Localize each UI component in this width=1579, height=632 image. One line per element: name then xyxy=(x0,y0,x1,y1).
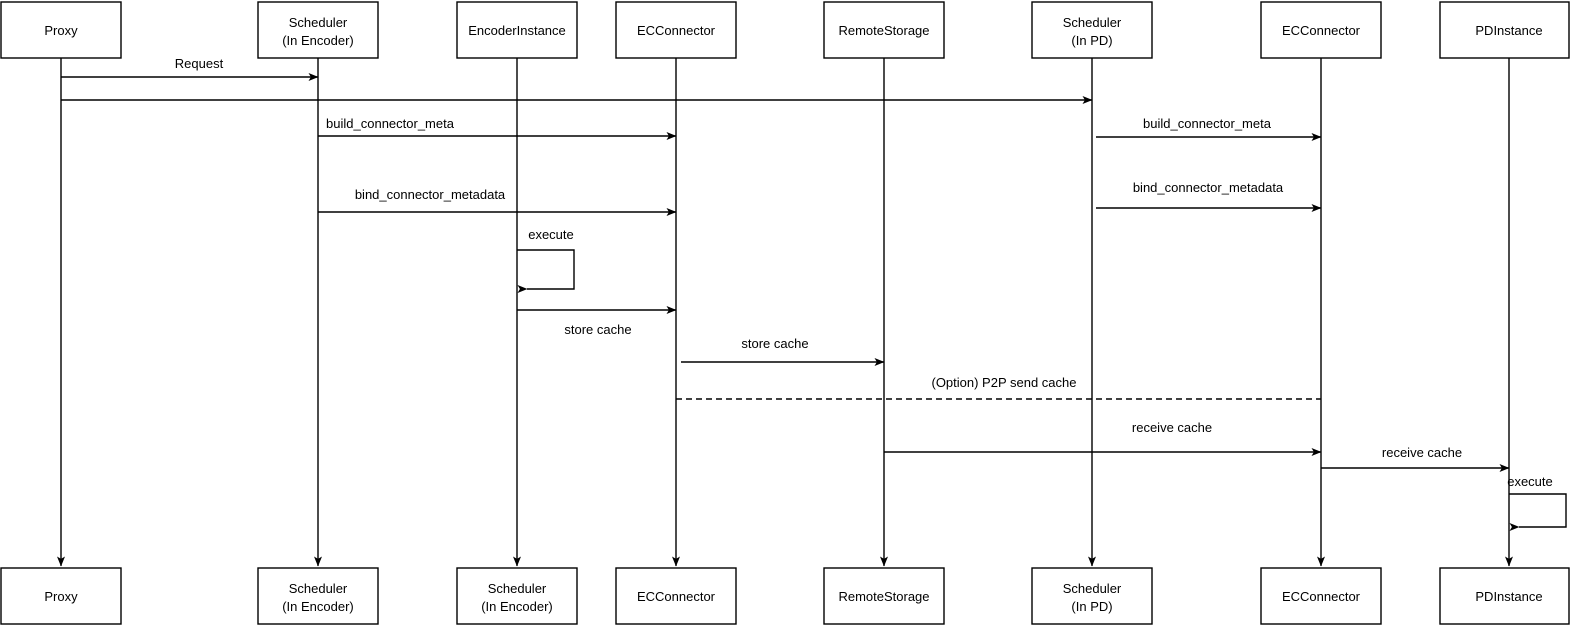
participant-top-ecconn_right[interactable]: ECConnector xyxy=(1260,1,1382,59)
message-label: receive cache xyxy=(1382,445,1462,460)
top-participant-boxes: Proxy Scheduler (In Encoder) EncoderInstanc… xyxy=(0,1,1570,59)
participant-box-rect xyxy=(823,1,945,59)
participant-box-rect xyxy=(257,1,379,59)
message-m10[interactable]: receive cache xyxy=(884,420,1322,456)
participant-bottom-encoder_inst[interactable]: Scheduler (In Encoder) xyxy=(456,567,578,625)
message-label: bind_connector_metadata xyxy=(355,187,506,202)
participant-top-ecconn_left[interactable]: ECConnector xyxy=(615,1,737,59)
message-label: bind_connector_metadata xyxy=(1133,180,1284,195)
participant-label-line1: ECConnector xyxy=(1282,589,1361,604)
participant-bottom-ecconn_right[interactable]: ECConnector xyxy=(1260,567,1382,625)
participant-box-rect xyxy=(615,567,737,625)
participant-label-line1: EncoderInstance xyxy=(468,23,566,38)
participant-label-line1: RemoteStorage xyxy=(838,23,929,38)
participant-box-rect xyxy=(1260,567,1382,625)
self-message-s2[interactable]: execute xyxy=(1507,474,1567,531)
message-label: build_connector_meta xyxy=(1143,116,1272,131)
message-m3[interactable]: build_connector_meta xyxy=(318,116,677,140)
participant-label-line2: (In Encoder) xyxy=(481,599,553,614)
participant-box-rect xyxy=(615,1,737,59)
participant-box-rect xyxy=(0,1,122,59)
participant-label-line1: Scheduler xyxy=(488,581,547,596)
message-m9[interactable]: (Option) P2P send cache xyxy=(676,375,1321,400)
lifelines-layer xyxy=(57,58,1513,567)
message-label: receive cache xyxy=(1132,420,1212,435)
message-m8[interactable]: store cache xyxy=(681,336,885,366)
participant-label-line1: Scheduler xyxy=(1063,15,1122,30)
message-m6[interactable]: bind_connector_metadata xyxy=(1096,180,1322,212)
message-m5[interactable]: bind_connector_metadata xyxy=(318,187,677,216)
participant-box-rect xyxy=(0,567,122,625)
message-m11[interactable]: receive cache xyxy=(1321,445,1510,472)
message-label: Request xyxy=(175,56,224,71)
self-messages-layer: execute execute xyxy=(517,227,1567,531)
bottom-participant-boxes: Proxy Scheduler (In Encoder) Scheduler (In E… xyxy=(0,567,1570,625)
participant-top-sched_enc[interactable]: Scheduler (In Encoder) xyxy=(257,1,379,59)
participant-bottom-remote[interactable]: RemoteStorage xyxy=(823,567,945,625)
participant-label-line1: Scheduler xyxy=(289,581,348,596)
self-message-path xyxy=(517,249,575,293)
participant-top-proxy[interactable]: Proxy xyxy=(0,1,122,59)
participant-label-line1: ECConnector xyxy=(637,589,716,604)
participant-label-line2: (In Encoder) xyxy=(282,599,354,614)
participant-label-line1: Scheduler xyxy=(1063,581,1122,596)
participant-box-rect xyxy=(257,567,379,625)
message-label: store cache xyxy=(741,336,808,351)
participant-label-line1: PDInstance xyxy=(1475,589,1542,604)
self-message-label: execute xyxy=(528,227,574,242)
participant-box-rect xyxy=(1439,567,1570,625)
message-m1[interactable]: Request xyxy=(61,56,319,81)
self-message-path xyxy=(1509,493,1567,531)
participant-top-pd_inst[interactable]: PDInstance xyxy=(1439,1,1570,59)
participant-label-line1: Proxy xyxy=(44,23,78,38)
participant-box-rect xyxy=(823,567,945,625)
participant-bottom-ecconn_left[interactable]: ECConnector xyxy=(615,567,737,625)
participant-bottom-proxy[interactable]: Proxy xyxy=(0,567,122,625)
message-label: (Option) P2P send cache xyxy=(931,375,1076,390)
participant-top-sched_pd[interactable]: Scheduler (In PD) xyxy=(1031,1,1153,59)
participant-label-line2: (In Encoder) xyxy=(282,33,354,48)
participant-label-line1: Proxy xyxy=(44,589,78,604)
messages-layer: Request build_connector_meta build_connect… xyxy=(61,56,1510,472)
participant-box-rect xyxy=(456,1,578,59)
message-m4[interactable]: build_connector_meta xyxy=(1096,116,1322,141)
participant-top-remote[interactable]: RemoteStorage xyxy=(823,1,945,59)
participant-box-rect xyxy=(1439,1,1570,59)
participant-bottom-sched_enc[interactable]: Scheduler (In Encoder) xyxy=(257,567,379,625)
participant-box-rect xyxy=(456,567,578,625)
participant-label-line1: ECConnector xyxy=(637,23,716,38)
participant-box-rect xyxy=(1260,1,1382,59)
self-message-label: execute xyxy=(1507,474,1553,489)
participant-label-line1: Scheduler xyxy=(289,15,348,30)
participant-bottom-pd_inst[interactable]: PDInstance xyxy=(1439,567,1570,625)
participant-label-line1: ECConnector xyxy=(1282,23,1361,38)
message-label: store cache xyxy=(564,322,631,337)
participant-label-line2: (In PD) xyxy=(1071,599,1112,614)
participant-box-rect xyxy=(1031,567,1153,625)
participant-label-line2: (In PD) xyxy=(1071,33,1112,48)
participant-label-line1: PDInstance xyxy=(1475,23,1542,38)
participant-top-encoder_inst[interactable]: EncoderInstance xyxy=(456,1,578,59)
participant-label-line1: RemoteStorage xyxy=(838,589,929,604)
participant-bottom-sched_pd[interactable]: Scheduler (In PD) xyxy=(1031,567,1153,625)
participant-box-rect xyxy=(1031,1,1153,59)
message-label: build_connector_meta xyxy=(326,116,455,131)
message-m7[interactable]: store cache xyxy=(517,306,677,337)
self-message-s1[interactable]: execute xyxy=(517,227,575,293)
